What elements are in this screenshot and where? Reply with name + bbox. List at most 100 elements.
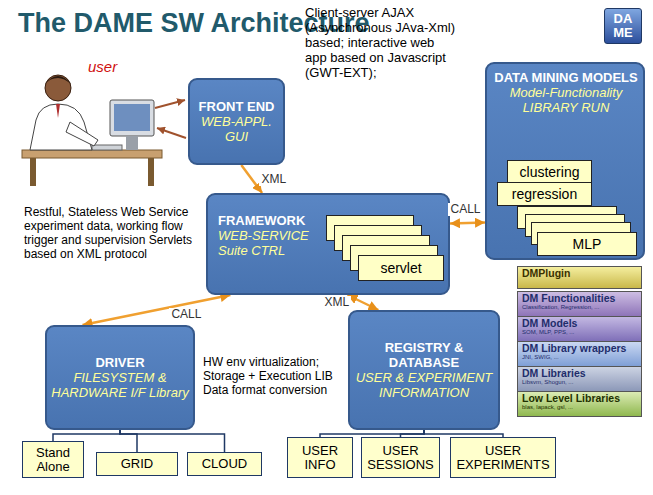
desk-leg	[30, 158, 36, 186]
platform-box: GRID	[96, 452, 178, 476]
text-group: regression	[498, 186, 591, 202]
user-hair	[45, 76, 71, 84]
text-group: DATA MINING MODELSModel-Functionality LI…	[491, 70, 641, 115]
registry-box: REGISTRY & DATABASEUSER & EXPERIMENT INF…	[348, 310, 500, 430]
node-body: Classification, Regression, ...	[522, 304, 637, 311]
node-heading: Stand Alone	[27, 446, 79, 474]
platform-box: CLOUD	[187, 452, 262, 476]
monitor-stand	[126, 136, 138, 150]
node-body: Libsvm, Shogun, ...	[522, 379, 637, 386]
servlet-card: servlet	[358, 255, 444, 281]
layer-band: DM FunctionalitiesClassification, Regres…	[517, 291, 642, 317]
tree-line	[424, 430, 503, 437]
front-end-box: FRONT ENDWEB-APPL. GUI	[188, 78, 285, 165]
node-heading: clustering	[512, 164, 587, 180]
call-arrow	[348, 295, 379, 310]
node-body: JNI, SWIG, ...	[522, 354, 637, 361]
text-group: Low Level Librariesblas, lapack, gsl, ..…	[522, 393, 637, 411]
tree-line	[401, 430, 425, 437]
layer-band: DM ModelsSOM, MLP, PPS, ...	[517, 316, 642, 342]
text-group: clustering	[508, 164, 591, 180]
text-group: DM ModelsSOM, MLP, PPS, ...	[522, 318, 637, 336]
dame-logo: DA ME	[604, 8, 642, 44]
node-body: Model-Functionality LIBRARY RUN	[491, 85, 641, 115]
text-group: MLP	[538, 236, 636, 252]
desk-leg	[148, 158, 154, 186]
user-request-arrow	[155, 100, 185, 108]
node-body: USER & EXPERIMENT INFORMATION	[354, 370, 494, 400]
model-card: MLP	[537, 232, 637, 256]
user-tie	[56, 104, 60, 118]
tree-line	[120, 430, 225, 452]
layer-band: DMPlugin	[517, 266, 642, 289]
node-heading: DRIVER	[51, 355, 189, 370]
node-body: WEB-APPL. GUI	[194, 114, 279, 144]
text-group: USER INFO	[288, 444, 352, 472]
text-group: USER SESSIONS	[362, 444, 439, 472]
call-arrow	[450, 222, 485, 223]
desk	[22, 150, 162, 158]
text-group: DM LibrariesLibsvm, Shogun, ...	[522, 368, 637, 386]
model-card: clustering	[507, 160, 592, 184]
node-heading: MLP	[542, 236, 632, 252]
tree-line	[53, 430, 120, 441]
model-card: regression	[497, 182, 592, 206]
node-heading: GRID	[101, 457, 173, 471]
user-body	[30, 104, 92, 150]
text-group: USER EXPERIMENTS	[451, 444, 555, 472]
driver-note: HW env virtualization; Storage + Executi…	[203, 355, 346, 397]
layer-band: Low Level Librariesblas, lapack, gsl, ..…	[517, 391, 642, 417]
node-heading: Low Level Libraries	[522, 393, 637, 404]
node-heading: CLOUD	[192, 457, 257, 471]
monitor	[110, 100, 154, 136]
node-heading: DM Functionalities	[522, 293, 637, 304]
user-response-arrow	[157, 128, 186, 138]
node-heading: USER EXPERIMENTS	[455, 444, 551, 472]
call-arrow	[83, 295, 231, 325]
user-label: user	[88, 58, 128, 75]
node-body: FILESYSTEM & HARDWARE I/F Library	[51, 370, 189, 400]
tree-line	[320, 430, 424, 437]
data-box: USER EXPERIMENTS	[450, 437, 556, 478]
user-arm	[66, 122, 98, 146]
text-group: FRAMEWORKWEB-SERVICE Suite CTRL	[218, 213, 324, 258]
data-box: USER INFO	[287, 437, 353, 478]
edge-label: CALL	[448, 203, 482, 216]
models-box: DATA MINING MODELSModel-Functionality LI…	[485, 62, 645, 260]
text-group: DM Library wrappersJNI, SWIG, ...	[522, 343, 637, 361]
node-heading: DMPlugin	[522, 268, 637, 279]
node-heading: DATA MINING MODELS	[491, 70, 641, 85]
platform-box: Stand Alone	[22, 441, 84, 478]
node-heading: FRONT END	[194, 99, 279, 114]
node-heading: servlet	[363, 260, 439, 276]
layer-band: DM LibrariesLibsvm, Shogun, ...	[517, 366, 642, 392]
text-group: CLOUD	[188, 457, 261, 471]
edge-label: CALL	[169, 308, 203, 321]
framework-note: Restful, Stateless Web Service experimen…	[24, 205, 202, 261]
text-group: DMPlugin	[522, 268, 637, 279]
node-heading: DM Libraries	[522, 368, 637, 379]
monitor-screen	[114, 104, 150, 131]
edge-label: XML	[323, 296, 352, 309]
node-heading: regression	[502, 186, 587, 202]
framework-box: FRAMEWORKWEB-SERVICE Suite CTRL servlet	[206, 193, 450, 295]
text-group: REGISTRY & DATABASEUSER & EXPERIMENT INF…	[350, 340, 498, 400]
text-group: GRID	[97, 457, 177, 471]
text-group: DRIVERFILESYSTEM & HARDWARE I/F Library	[47, 355, 193, 400]
data-box: USER SESSIONS	[361, 437, 440, 478]
node-heading: USER INFO	[292, 444, 348, 472]
layer-band: DM Library wrappersJNI, SWIG, ...	[517, 341, 642, 367]
keyboard	[92, 145, 122, 150]
text-group: Stand Alone	[23, 446, 83, 474]
text-group: FRONT ENDWEB-APPL. GUI	[190, 99, 283, 144]
user-head	[45, 75, 71, 101]
node-heading: DM Models	[522, 318, 637, 329]
text-group: servlet	[359, 260, 443, 276]
driver-box: DRIVERFILESYSTEM & HARDWARE I/F Library	[45, 325, 195, 430]
node-heading: REGISTRY & DATABASE	[354, 340, 494, 370]
frontend-note: Client-server AJAX (Asynchronous JAva-Xm…	[305, 5, 457, 80]
node-body: blas, lapack, gsl, ...	[522, 404, 637, 411]
edge-label: XML	[259, 173, 288, 186]
node-heading: DM Library wrappers	[522, 343, 637, 354]
